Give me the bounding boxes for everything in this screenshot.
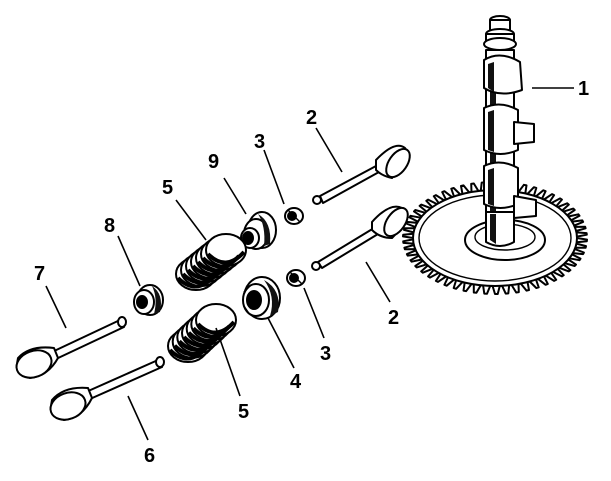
label-valve-6: 6: [144, 445, 155, 467]
valve-2-bottom: [311, 205, 409, 271]
retainer-9: [240, 211, 277, 250]
camshaft: [483, 15, 537, 247]
keeper-3-top: [284, 207, 304, 225]
valve-2-top: [312, 144, 411, 205]
leader-lines: [45, 87, 574, 441]
valve-6: [49, 356, 165, 421]
spring-coil-front: [196, 320, 236, 335]
rotator-4: [242, 276, 281, 320]
label-keeper-top: 3: [254, 131, 265, 153]
label-retainer-9: 9: [208, 151, 219, 173]
label-valve-bottom: 2: [388, 307, 399, 329]
camshaft-assembly: [402, 15, 588, 295]
label-valve-top: 2: [306, 107, 317, 129]
label-spring-bottom: 5: [238, 401, 249, 423]
label-camshaft: 1: [578, 78, 589, 100]
part-labels: 1 2 3 9 5 8 7 2 3 4 5 6: [34, 78, 589, 467]
keeper-3-bottom: [286, 269, 306, 287]
label-valve-7: 7: [34, 263, 45, 285]
label-rotator: 4: [290, 371, 302, 393]
label-spring-top: 5: [162, 177, 173, 199]
label-retainer-8: 8: [104, 215, 115, 237]
valve-7: [15, 316, 127, 379]
label-keeper-bottom: 3: [320, 343, 331, 365]
spring-5-top: [175, 233, 247, 291]
spring-coil-front: [206, 250, 246, 265]
retainer-8: [133, 284, 164, 316]
spring-5-bottom: [167, 303, 237, 363]
